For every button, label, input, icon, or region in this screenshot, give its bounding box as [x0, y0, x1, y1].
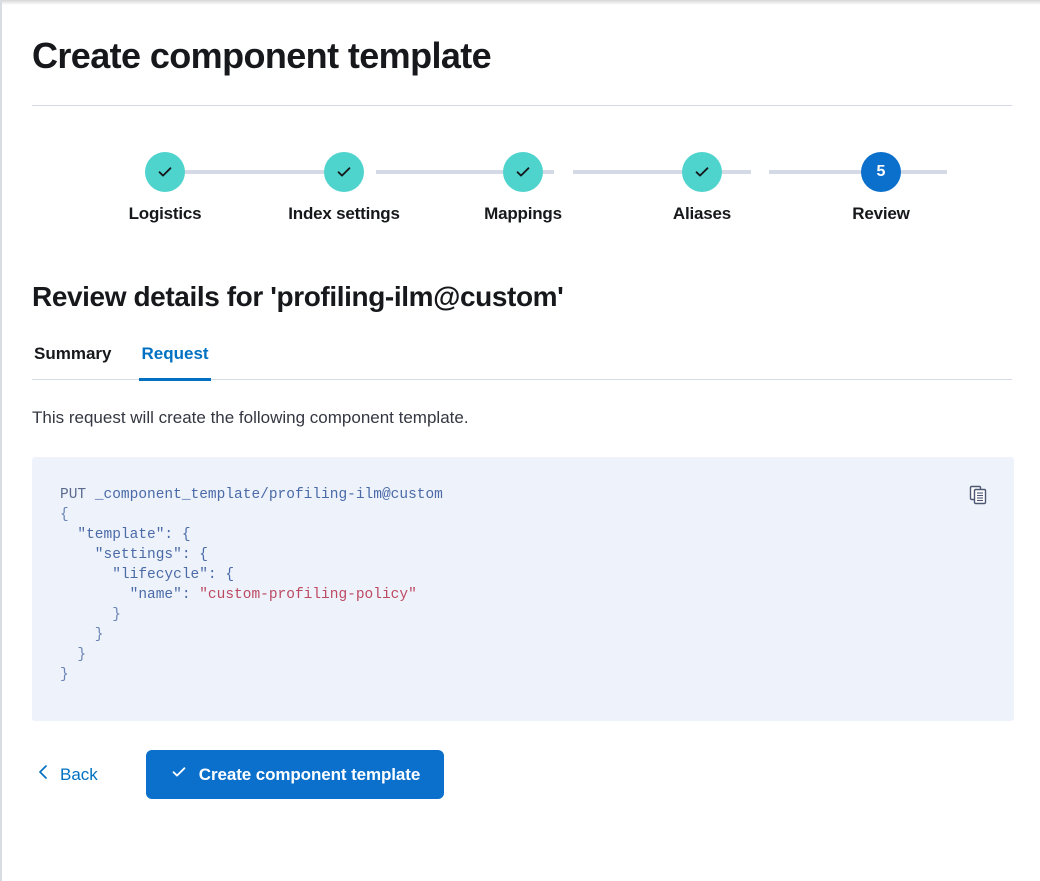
step-index-settings-label: Index settings	[288, 204, 400, 223]
back-button-label: Back	[60, 764, 98, 784]
step-aliases-circle	[682, 152, 722, 192]
tab-summary[interactable]: Summary	[32, 340, 113, 381]
create-component-template-button[interactable]: Create component template	[145, 750, 445, 799]
step-index-settings[interactable]: Index settings	[279, 152, 409, 224]
step-aliases[interactable]: Aliases	[637, 152, 767, 224]
step-mappings-circle	[503, 152, 543, 192]
wizard-footer: Back Create component template	[32, 750, 1014, 839]
check-icon	[514, 163, 532, 181]
code-line-9: }	[60, 647, 87, 663]
request-description: This request will create the following c…	[32, 408, 469, 427]
stepper-connector-3	[573, 170, 751, 174]
step-review-number: 5	[876, 163, 886, 180]
stepper-connector-1	[180, 170, 358, 174]
chevron-left-icon	[36, 763, 51, 786]
code-line-8: }	[60, 627, 104, 643]
tab-request[interactable]: Request	[139, 340, 211, 381]
step-review-circle: 5	[861, 152, 901, 192]
copy-clipboard-icon[interactable]	[964, 481, 992, 509]
step-logistics[interactable]: Logistics	[100, 152, 230, 224]
code-line-4: "lifecycle": {	[60, 567, 235, 583]
step-review[interactable]: 5 Review	[816, 152, 946, 224]
step-review-label: Review	[852, 204, 910, 223]
code-line-5: "name":	[60, 587, 200, 603]
check-icon	[170, 763, 188, 786]
code-http-method: PUT	[60, 487, 87, 503]
code-line-1: {	[60, 507, 69, 523]
check-icon	[693, 163, 711, 181]
code-line-10: }	[60, 667, 69, 683]
check-icon	[335, 163, 353, 181]
code-line-3: "settings": {	[60, 547, 208, 563]
step-index-settings-circle	[324, 152, 364, 192]
window-top-shadow	[0, 0, 1040, 5]
code-line-7: }	[60, 607, 121, 623]
review-tabs: Summary Request	[32, 340, 1012, 381]
request-code-content: PUT _component_template/profiling-ilm@cu…	[60, 485, 992, 685]
request-code-block: PUT _component_template/profiling-ilm@cu…	[32, 457, 1014, 721]
step-mappings-label: Mappings	[484, 204, 562, 223]
window-left-border	[0, 0, 2, 881]
check-icon	[156, 163, 174, 181]
step-logistics-circle	[145, 152, 185, 192]
back-button[interactable]: Back	[32, 757, 102, 792]
create-component-template-button-label: Create component template	[198, 764, 421, 784]
code-string-value: "custom-profiling-policy"	[199, 587, 417, 603]
step-logistics-label: Logistics	[128, 204, 202, 223]
review-heading: Review details for 'profiling-ilm@custom…	[32, 281, 564, 312]
code-request-path: _component_template/profiling-ilm@custom	[94, 487, 443, 503]
step-mappings[interactable]: Mappings	[458, 152, 588, 224]
page-title: Create component template	[32, 35, 492, 76]
wizard-stepper: Logistics Index settings	[32, 152, 1012, 236]
stepper-connector-4	[769, 170, 947, 174]
stepper-connector-2	[376, 170, 554, 174]
code-line-2: "template": {	[60, 527, 191, 543]
header-divider	[32, 105, 1012, 106]
step-aliases-label: Aliases	[672, 204, 732, 223]
